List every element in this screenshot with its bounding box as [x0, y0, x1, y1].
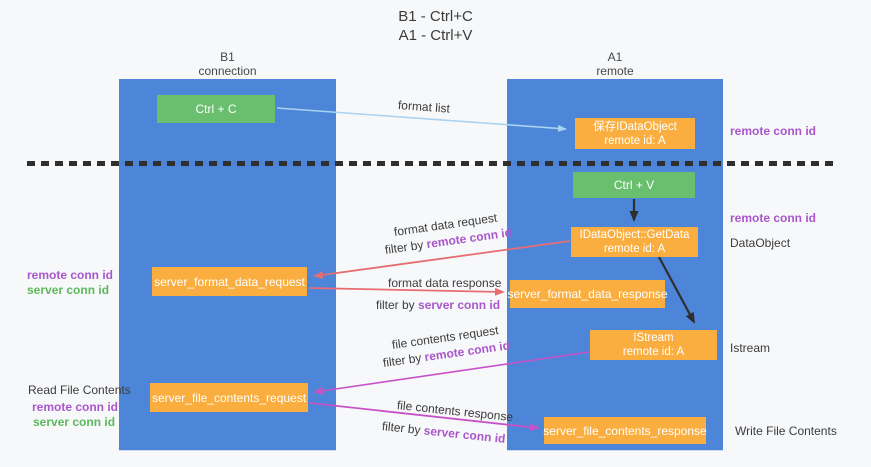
- format-list-arrow: [276, 107, 567, 132]
- remote-conn-id-right-top: remote conn id: [730, 124, 817, 138]
- server-format-data-response-label: server_format_data_response: [507, 287, 668, 301]
- istream-line1: IStream: [633, 332, 674, 344]
- lane-b1-subtitle: connection: [198, 64, 257, 78]
- remote-conn-id-right-mid: remote conn id: [730, 211, 817, 225]
- saved-idataobject-box: 保存IDataObject remote id: A: [575, 118, 695, 149]
- server-format-data-request-label: server_format_data_request: [154, 274, 305, 289]
- diagram-title: B1 - Ctrl+C A1 - Ctrl+V: [0, 7, 871, 45]
- idataobject-getdata-box: IDataObject::GetData remote id: A: [571, 227, 698, 257]
- read-file-contents-label: Read File Contents: [28, 383, 131, 397]
- title-line-1: B1 - Ctrl+C: [398, 8, 473, 25]
- saved-idataobject-line1: 保存IDataObject: [593, 120, 677, 133]
- server-format-data-request-box: server_format_data_request: [152, 267, 307, 296]
- format-data-response-arrow: [308, 287, 505, 296]
- server-file-contents-response-label: server_file_contents_response: [543, 423, 707, 438]
- server-file-contents-request-label: server_file_contents_request: [151, 390, 307, 405]
- istream-side-label: Istream: [730, 341, 771, 355]
- ctrl-c-box: Ctrl + C: [157, 95, 275, 123]
- istream-line2: remote id: A: [622, 346, 685, 358]
- server-conn-id-text: server conn id: [418, 298, 501, 312]
- ctrl-v-box: Ctrl + V: [573, 172, 695, 198]
- write-file-contents-label: Write File Contents: [735, 424, 837, 438]
- dataobject-label: DataObject: [730, 236, 791, 250]
- remote-conn-id-left-bottom: remote conn id: [32, 400, 119, 414]
- filter-by-server-conn-id-1: filter by server conn id: [376, 298, 500, 312]
- lane-header-a1: A1 remote: [507, 50, 723, 78]
- title-line-2: A1 - Ctrl+V: [398, 27, 473, 44]
- file-contents-request-arrow: [313, 351, 590, 395]
- file-contents-response-arrow: [309, 402, 540, 432]
- format-data-response-label: format data response: [388, 276, 502, 290]
- server-file-contents-request-box: server_file_contents_request: [150, 383, 308, 412]
- ctrl-c-label: Ctrl + C: [195, 102, 237, 116]
- getdata-line2: remote id: A: [603, 243, 666, 255]
- saved-idataobject-line2: remote id: A: [604, 134, 666, 147]
- istream-box: IStream remote id: A: [590, 330, 717, 360]
- format-data-request-arrow: [313, 240, 571, 279]
- getdata-line1: IDataObject::GetData: [579, 229, 690, 241]
- lane-header-b1: B1 connection: [119, 50, 336, 78]
- lane-a1-subtitle: remote: [596, 64, 634, 78]
- lane-b1-name: B1: [220, 50, 235, 64]
- lane-a1-name: A1: [607, 50, 623, 64]
- server-conn-id-left-bottom: server conn id: [33, 415, 116, 429]
- filter-by-text: filter by: [376, 298, 419, 312]
- server-file-contents-response-box: server_file_contents_response: [543, 417, 707, 444]
- getdata-to-istream-arrow: [658, 256, 695, 324]
- remote-conn-id-left-top: remote conn id: [27, 268, 114, 282]
- server-conn-id-left-top: server conn id: [27, 283, 110, 297]
- server-format-data-response-box: server_format_data_response: [507, 280, 668, 308]
- ctrl-v-label: Ctrl + V: [613, 178, 655, 192]
